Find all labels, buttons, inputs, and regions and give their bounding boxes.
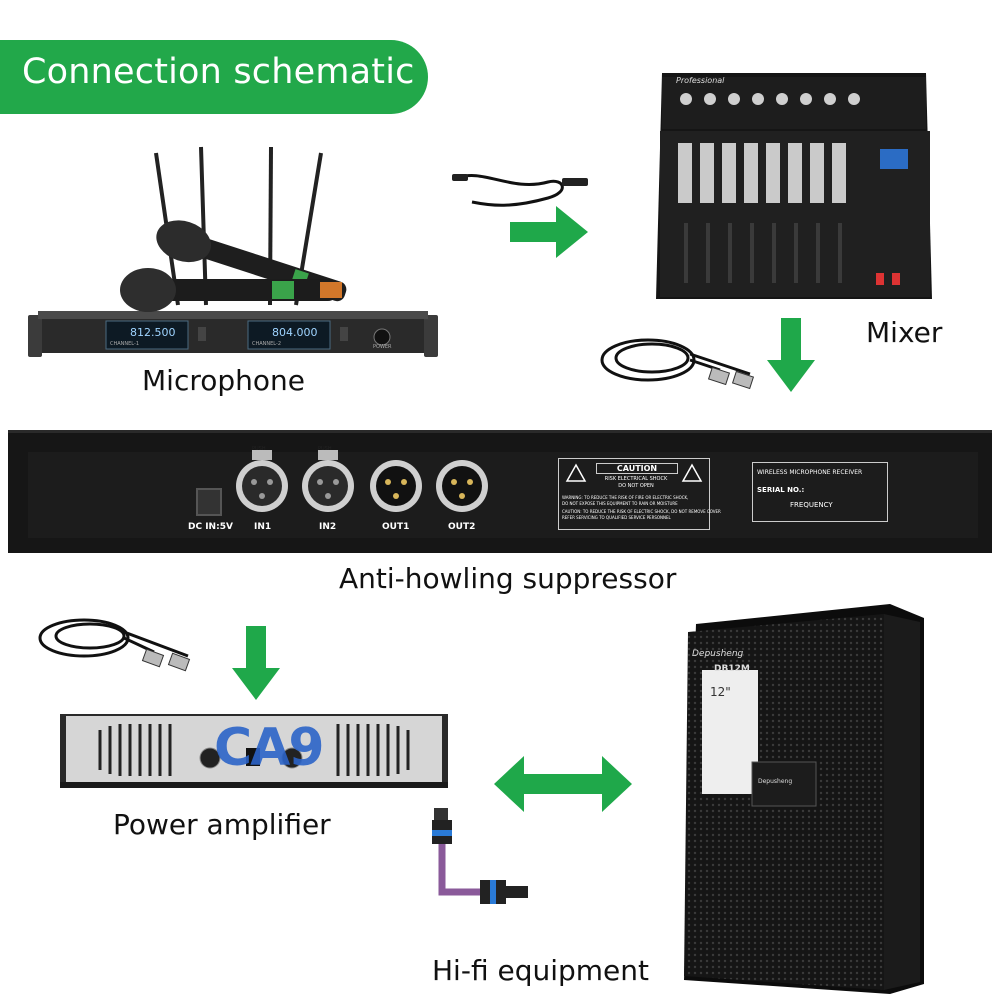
warning-line-2: DO NOT EXPOSE THIS EQUIPMENT TO RAIN OR … [562,501,678,506]
microphone-label: Microphone [142,364,305,397]
xlr-in-ports [236,450,354,512]
mic-display-1: 812.500 [130,326,176,339]
mic-power-label: POWER [373,344,392,350]
port-in2-label: IN2 [319,522,337,532]
power-amplifier-label: Power amplifier [113,808,331,841]
arrow-down-icon [767,318,815,392]
port-out1-label: OUT1 [382,522,410,532]
suppressor-panel [28,452,978,538]
title-banner [0,40,428,114]
speaker-device [684,604,924,994]
serial-label-box [752,462,888,522]
port-out2-label: OUT2 [448,522,476,532]
xlr-cable-icon [600,338,755,390]
double-arrow-icon [494,756,632,812]
warning-line-4: REFER SERVICING TO QUALIFIED SERVICE PER… [562,515,671,520]
receiver-title: WIRELESS MICROPHONE RECEIVER [757,469,863,476]
suppressor-label: Anti-howling suppressor [339,562,677,595]
microphone-system [28,146,438,357]
warning-triangle-icon [565,463,587,482]
speaker-model: DB12M [714,664,750,674]
amplifier-model: CA9 [214,718,325,778]
dc-jack [196,488,222,516]
speaker-logo-text: Depusheng [758,778,793,785]
hifi-equipment-label: Hi-fi equipment [432,954,649,987]
mic-channel-1: CHANNEL-1 [110,341,139,347]
arrow-down-icon [232,626,280,700]
port-in1-label: IN1 [254,522,272,532]
mixer-label: Mixer [866,316,943,349]
mic-display-2: 804.000 [272,326,318,339]
push-label-1: PUSH [252,446,266,452]
warning-triangle-icon [681,463,703,482]
page-title: Connection schematic [22,52,415,92]
mic-channel-2: CHANNEL-2 [252,341,281,347]
caution-label [558,458,710,530]
power-amplifier-device [60,714,448,788]
xlr-out-ports [370,460,488,512]
frequency-label: FREQUENCY [790,501,833,509]
port-dc-label: DC IN:5V [188,522,233,532]
speaker-size: 12" [710,685,731,699]
caution-sub-2: DO NOT OPEN [618,483,654,489]
mixer-panel-text: Professional [676,76,725,85]
arrow-right-icon [510,206,588,258]
mixer-device [656,73,932,299]
speakon-cable-icon [432,808,528,904]
push-label-2: PUSH [318,446,332,452]
audio-cable-icon [452,174,588,207]
caution-sub-1: RISK ELECTRICAL SHOCK [604,476,668,482]
warning-line-3: CAUTION: TO REDUCE THE RISK OF ELECTRIC … [562,509,721,514]
xlr-cable-icon [38,618,191,672]
speaker-brand: Depusheng [692,649,744,659]
warning-line-1: WARNING: TO REDUCE THE RISK OF FIRE OR E… [562,495,689,500]
serial-label: SERIAL NO.: [757,486,805,494]
caution-title: CAUTION [596,463,678,474]
